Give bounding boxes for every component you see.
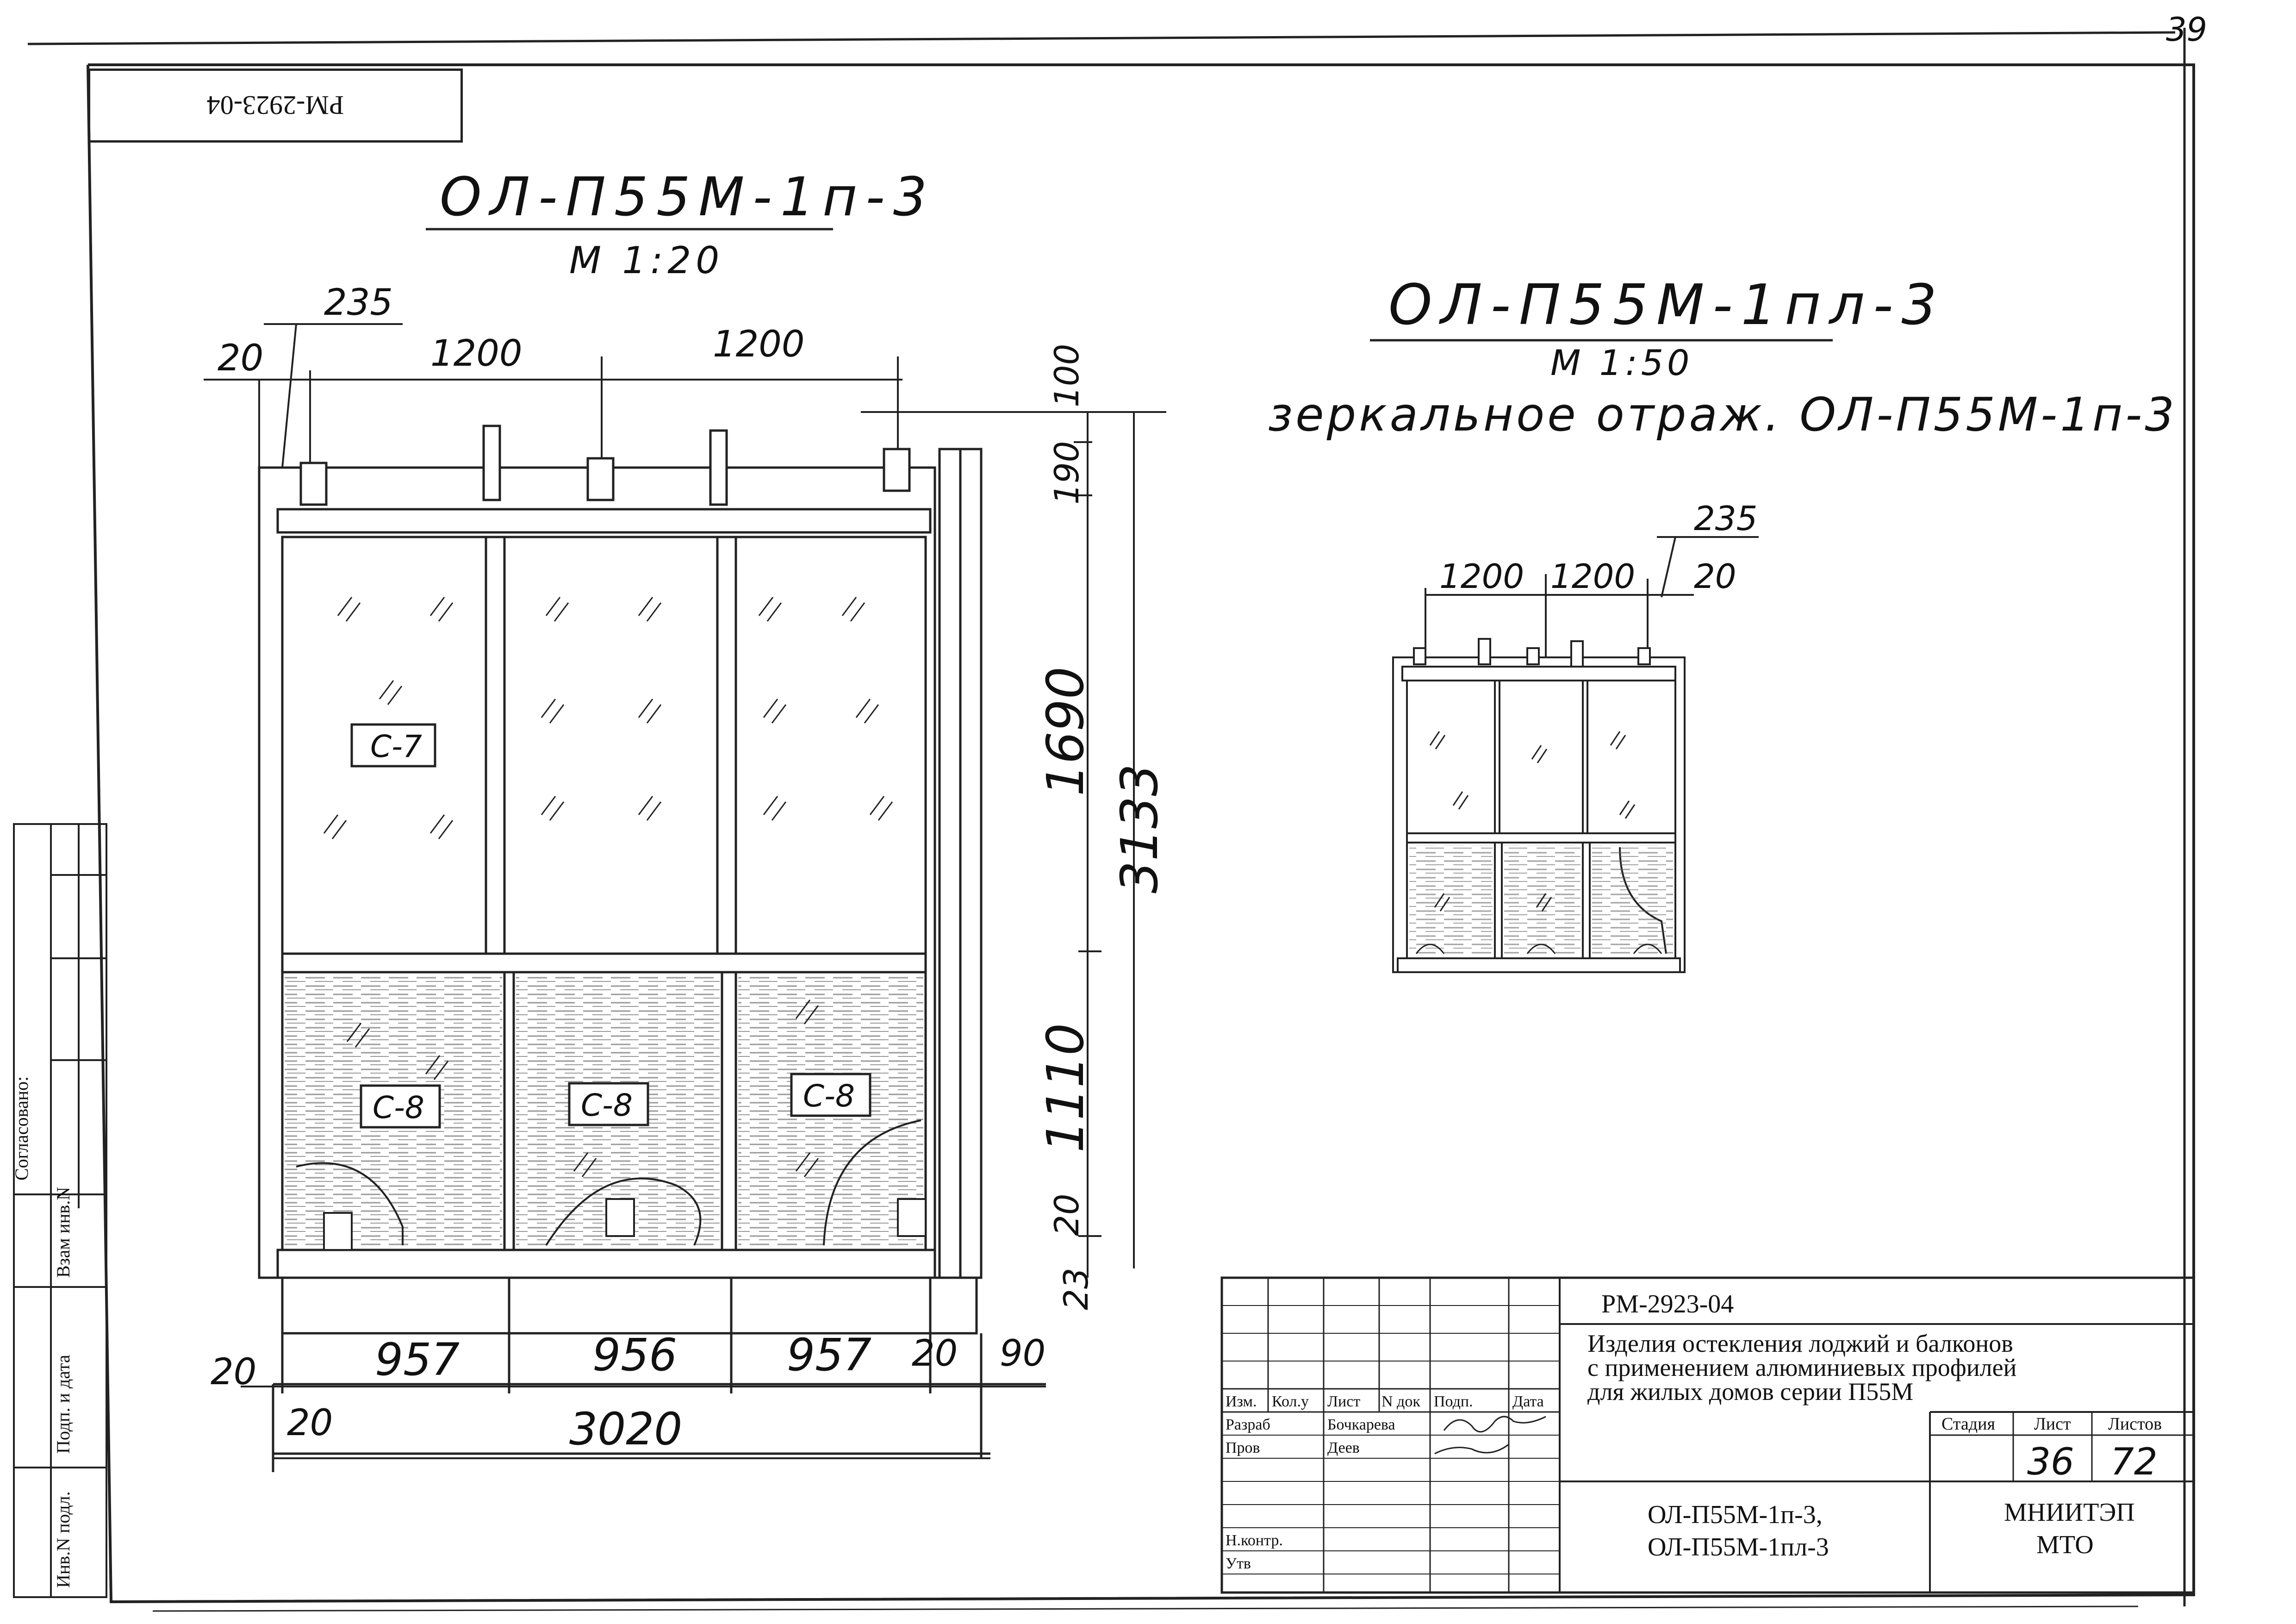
dim-b-957-b: 957 bbox=[787, 1329, 871, 1381]
dim-20-right: 20 bbox=[1047, 1193, 1086, 1236]
dim-23: 23 bbox=[1057, 1268, 1095, 1310]
dim-b-956: 956 bbox=[592, 1329, 677, 1381]
signature-marks bbox=[1434, 1416, 1546, 1455]
dim-b-90: 90 bbox=[1000, 1333, 1045, 1374]
title-block bbox=[1220, 1276, 2195, 1594]
dim-20-top: 20 bbox=[218, 337, 263, 379]
tb-role-razrab: Разраб bbox=[1226, 1416, 1270, 1433]
tb-desc-line-2: с применением алюминиевых профилей bbox=[1587, 1354, 2016, 1381]
dim-1200-b: 1200 bbox=[713, 324, 805, 365]
right-drawing-title: ОЛ-П55М-1пл-3 bbox=[1388, 273, 1945, 337]
tb-col-podp: Подп. bbox=[1434, 1393, 1473, 1410]
tb-sheet-value: 36 bbox=[2027, 1440, 2074, 1483]
dim-235: 235 bbox=[324, 282, 393, 324]
tb-name-razrab: Бочкарева bbox=[1327, 1416, 1395, 1433]
tb-org-line-2: МТО bbox=[2036, 1530, 2094, 1559]
dim-b-20-a: 20 bbox=[211, 1351, 256, 1393]
tb-col-izm: Изм. bbox=[1226, 1393, 1257, 1410]
dim-3133: 3133 bbox=[1110, 764, 1169, 893]
dim-1110: 1110 bbox=[1036, 1023, 1095, 1153]
dim-b-20-b: 20 bbox=[912, 1333, 958, 1374]
glass-marks bbox=[323, 597, 893, 1177]
tb-col-list: Лист bbox=[1327, 1393, 1360, 1410]
panel-label-c8-c: С-8 bbox=[803, 1078, 855, 1114]
r-dim-235: 235 bbox=[1694, 499, 1757, 538]
right-drawing-subtitle: зеркальное отраж. ОЛ-П55М-1п-3 bbox=[1268, 387, 2177, 442]
tb-desc-line-1: Изделия остекления лоджий и балконов bbox=[1587, 1330, 2013, 1357]
rotated-code-stamp: РМ-2923-04 bbox=[88, 69, 463, 143]
tb-col-data: Дата bbox=[1512, 1393, 1544, 1410]
tb-product-line-2: ОЛ-П55М-1пл-3 bbox=[1648, 1533, 1829, 1562]
side-stamp-inv-podl: Инв.N подл. bbox=[53, 1491, 74, 1588]
tb-role-nkontr: Н.контр. bbox=[1226, 1532, 1283, 1549]
dim-b-20-c: 20 bbox=[287, 1402, 333, 1444]
rotated-code-text: РМ-2923-04 bbox=[206, 90, 344, 121]
tb-col-kolu: Кол.у bbox=[1272, 1393, 1309, 1410]
tb-name-prov: Деев bbox=[1327, 1439, 1360, 1456]
right-drawing: ОЛ-П55М-1пл-3 М 1:50 зеркальное отраж. О… bbox=[1268, 273, 2177, 973]
sheet-number-corner: 39 bbox=[2166, 11, 2207, 49]
right-drawing-scale: М 1:50 bbox=[1550, 342, 1693, 383]
dim-b-957-a: 957 bbox=[375, 1334, 460, 1386]
tb-sheet-header: Лист bbox=[2034, 1414, 2071, 1434]
left-drawing: ОЛ-П55М-1п-3 М 1:20 235 20 1200 1200 100… bbox=[204, 166, 1169, 1472]
tb-doc-code: РМ-2923-04 bbox=[1601, 1290, 1734, 1318]
tb-role-prov: Пров bbox=[1226, 1439, 1260, 1456]
side-stamp-vzam-inv: Взам инв.N bbox=[53, 1187, 74, 1278]
dim-b-3020: 3020 bbox=[569, 1403, 682, 1455]
r-dim-1200-a: 1200 bbox=[1439, 557, 1524, 596]
dim-190: 190 bbox=[1047, 441, 1086, 505]
side-stamp-agreed: Согласовано: bbox=[11, 1076, 32, 1181]
sheet-frame bbox=[27, 28, 2195, 1612]
side-stamp bbox=[13, 823, 107, 1598]
tb-col-ndok: N док bbox=[1381, 1393, 1420, 1410]
tb-org-line-1: МНИИТЭП bbox=[2004, 1498, 2135, 1527]
side-stamp-podp-data: Подп. и дата bbox=[53, 1355, 74, 1454]
panel-label-c8-a: С-8 bbox=[373, 1090, 424, 1125]
panel-label-c8-b: С-8 bbox=[581, 1087, 633, 1123]
r-dim-20: 20 bbox=[1694, 557, 1736, 596]
tb-sheets-value: 72 bbox=[2110, 1440, 2158, 1483]
left-drawing-title: ОЛ-П55М-1п-3 bbox=[440, 166, 935, 228]
r-dim-1200-b: 1200 bbox=[1550, 557, 1635, 596]
tb-desc-line-3: для жилых домов серии П55М bbox=[1587, 1378, 1913, 1405]
dim-100: 100 bbox=[1047, 344, 1086, 407]
tb-stage-header: Стадия bbox=[1941, 1414, 1995, 1434]
tb-role-utv: Утв bbox=[1226, 1555, 1251, 1572]
dim-1690: 1690 bbox=[1036, 667, 1095, 796]
left-drawing-scale: М 1:20 bbox=[569, 239, 724, 282]
panel-label-c7: С-7 bbox=[370, 729, 422, 764]
tb-product-line-1: ОЛ-П55М-1п-3, bbox=[1648, 1500, 1823, 1529]
dim-1200-a: 1200 bbox=[430, 333, 523, 375]
tb-sheets-header: Листов bbox=[2108, 1414, 2162, 1434]
